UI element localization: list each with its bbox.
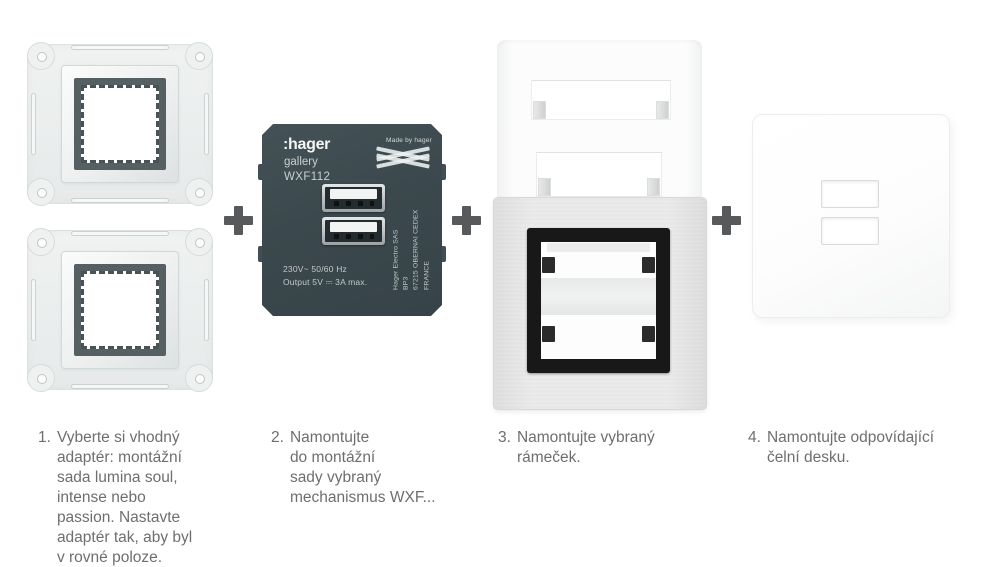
step-text: Namontujte do montážní sady vybraný mech… <box>289 429 436 506</box>
usb-port-a-bottom <box>322 217 385 245</box>
spec-output: Output 5V ⎓ 3A max. <box>283 277 368 288</box>
plus-icon <box>712 206 741 235</box>
frame-inner-opening <box>541 242 656 359</box>
frame-clip <box>642 326 655 342</box>
module-tab <box>258 164 265 180</box>
frame-inner-band <box>541 278 656 315</box>
step-number: 2. <box>271 429 284 446</box>
step-4-caption: 4. Namontujte odpovídající čelní desku. <box>748 428 993 468</box>
frame-image <box>493 35 707 410</box>
made-by-hager-label: Made by hager <box>386 137 432 144</box>
step-text: Vyberte si vhodný adaptér: montážní sada… <box>56 429 193 566</box>
manufacturer-address: Hager Electro SAS BP3 67215 OBERNAI CEDE… <box>392 209 431 291</box>
adapter-corner-screw <box>27 228 55 256</box>
adapter-slot <box>71 231 169 236</box>
plus-icon <box>224 206 253 235</box>
step-text: Namontujte odpovídající čelní desku. <box>766 429 935 466</box>
brushed-metal-frame <box>493 197 707 410</box>
spec-voltage: 230V~ 50/60 Hz <box>283 264 347 274</box>
adapter-corner-screw <box>27 364 55 392</box>
back-box-clip <box>647 178 660 196</box>
back-box-window <box>531 80 671 120</box>
frame-clip <box>542 257 555 273</box>
module-specs: 230V~ 50/60 Hz Output 5V ⎓ 3A max. <box>283 263 367 289</box>
frame-black-ring <box>527 228 670 373</box>
adapter-corner-screw <box>185 364 213 392</box>
step-number: 4. <box>748 429 761 446</box>
frame-clip <box>642 257 655 273</box>
back-box-clip <box>533 101 546 119</box>
frame-back-box <box>497 40 702 199</box>
back-box-clip <box>538 178 551 196</box>
step-number: 3. <box>498 429 511 446</box>
adapter-corner-screw <box>185 42 213 70</box>
frame-inner-strip <box>547 243 650 252</box>
mounting-adapter-image-bottom <box>25 226 215 394</box>
hager-logo: :hager <box>283 136 331 153</box>
step-number: 1. <box>38 429 51 446</box>
usb-pins <box>334 201 374 206</box>
adapter-slot <box>204 93 209 155</box>
step-3-caption: 3. Namontujte vybraný rámeček. <box>498 428 728 468</box>
usb-tongue <box>330 222 377 232</box>
front-plate-usb-cutout-top <box>821 180 879 208</box>
adapter-corner-screw <box>27 42 55 70</box>
usb-tongue <box>330 189 377 199</box>
adapter-opening <box>81 271 159 349</box>
adapter-slot <box>71 198 169 203</box>
usb-port-interior <box>325 220 382 242</box>
module-tab <box>439 164 446 180</box>
adapter-corner-screw <box>185 178 213 206</box>
frame-clip <box>542 326 555 342</box>
usb-port-a-top <box>322 184 385 212</box>
step-1-caption: 1. Vyberte si vhodný adaptér: montážní s… <box>38 428 228 567</box>
back-box-window <box>536 152 662 197</box>
plus-icon <box>452 206 481 235</box>
adapter-slot <box>204 279 209 341</box>
usb-port-interior <box>325 187 382 209</box>
module-tab <box>258 246 265 262</box>
adapter-corner-screw <box>185 228 213 256</box>
step-2-caption: 2. Namontujte do montážní sady vybraný m… <box>271 428 471 508</box>
adapter-slot <box>71 384 169 389</box>
module-model-label: WXF112 <box>284 171 331 183</box>
back-box-clip <box>656 101 669 119</box>
module-series-label: gallery <box>284 156 318 168</box>
adapter-slot <box>71 45 169 50</box>
adapter-slot <box>31 279 36 341</box>
adapter-opening <box>81 85 159 163</box>
adapter-corner-screw <box>27 178 55 206</box>
front-plate-image <box>752 114 950 318</box>
adapter-slot <box>31 93 36 155</box>
usb-pins <box>334 234 374 239</box>
step-text: Namontujte vybraný rámeček. <box>516 429 655 466</box>
mounting-adapter-image-top <box>25 40 215 208</box>
usb-mechanism-image: :hager gallery WXF112 Made by hager 230V… <box>258 124 446 316</box>
module-tab <box>439 246 446 262</box>
front-plate-usb-cutout-bottom <box>821 217 879 245</box>
